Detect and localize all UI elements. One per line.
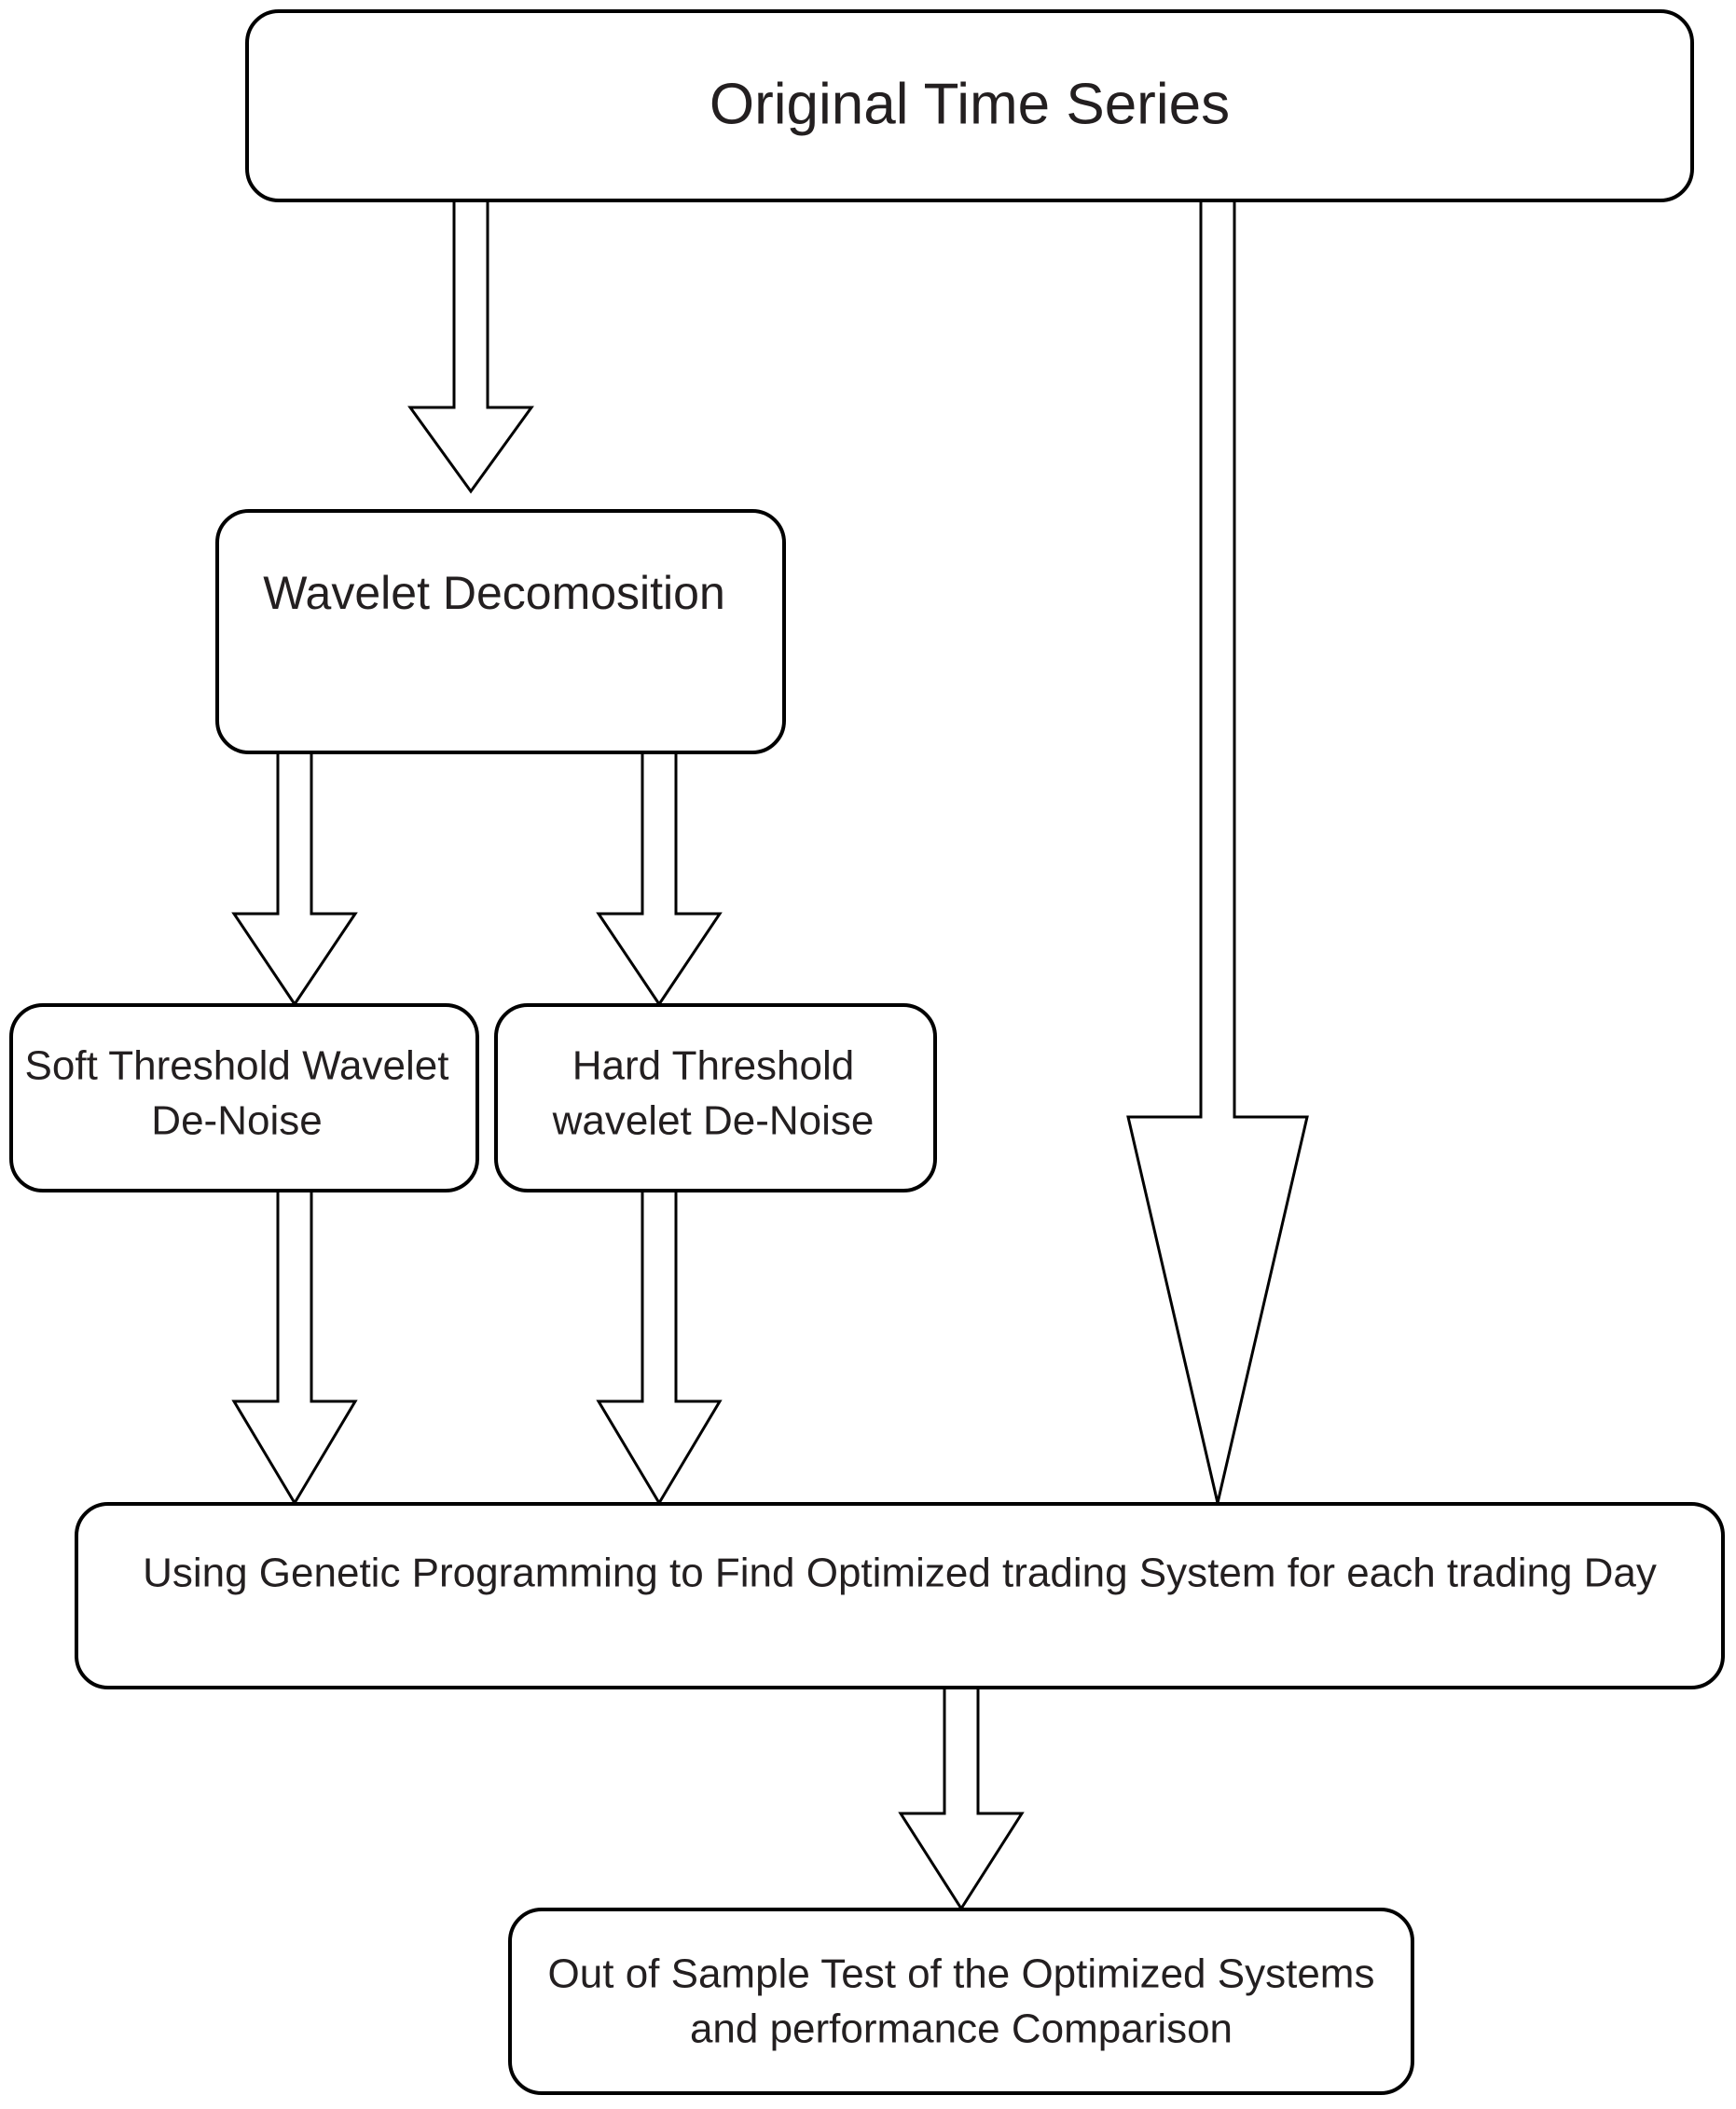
node-soft-threshold-label-line2: De-Noise xyxy=(151,1098,322,1144)
node-soft-threshold-shape xyxy=(9,1003,479,1192)
node-soft-threshold-label-line1: Soft Threshold Wavelet xyxy=(25,1043,449,1089)
node-wavelet-decomosition-label: Wavelet Decomosition xyxy=(263,567,725,619)
node-out-of-sample-test-label-line1: Out of Sample Test of the Optimized Syst… xyxy=(548,1951,1375,1997)
node-soft-threshold-wavelet-de-noise[interactable]: Soft Threshold Wavelet De-Noise xyxy=(9,1003,479,1192)
node-genetic-programming-label: Using Genetic Programming to Find Optimi… xyxy=(143,1551,1657,1596)
node-wavelet-decomosition[interactable]: Wavelet Decomosition xyxy=(215,509,786,754)
edge-original-to-wavelet-arrow xyxy=(407,199,534,494)
node-out-of-sample-test[interactable]: Out of Sample Test of the Optimized Syst… xyxy=(508,1908,1414,2095)
node-wavelet-decomosition-shape xyxy=(215,509,786,754)
node-hard-threshold-wavelet-de-noise[interactable]: Hard Threshold wavelet De-Noise xyxy=(494,1003,937,1192)
node-hard-threshold-shape xyxy=(494,1003,937,1192)
edge-genetic-to-out-of-sample-arrow xyxy=(898,1686,1025,1911)
edge-original-to-genetic-arrow xyxy=(1126,199,1309,1504)
edge-wavelet-to-hard-arrow xyxy=(596,751,723,1007)
node-hard-threshold-label-line1: Hard Threshold xyxy=(572,1043,854,1089)
node-genetic-programming-shape xyxy=(75,1502,1725,1689)
node-genetic-programming[interactable]: Using Genetic Programming to Find Optimi… xyxy=(75,1502,1725,1689)
edge-hard-to-genetic-arrow xyxy=(596,1189,723,1506)
node-original-time-series-label: Original Time Series xyxy=(710,72,1230,136)
node-out-of-sample-test-shape xyxy=(508,1908,1414,2095)
edge-wavelet-to-soft-arrow xyxy=(231,751,358,1007)
node-original-time-series-shape xyxy=(245,9,1694,202)
node-hard-threshold-label-line2: wavelet De-Noise xyxy=(552,1098,875,1144)
node-original-time-series[interactable]: Original Time Series xyxy=(245,9,1694,202)
edge-soft-to-genetic-arrow xyxy=(231,1189,358,1506)
node-out-of-sample-test-label-line2: and performance Comparison xyxy=(690,2006,1233,2052)
